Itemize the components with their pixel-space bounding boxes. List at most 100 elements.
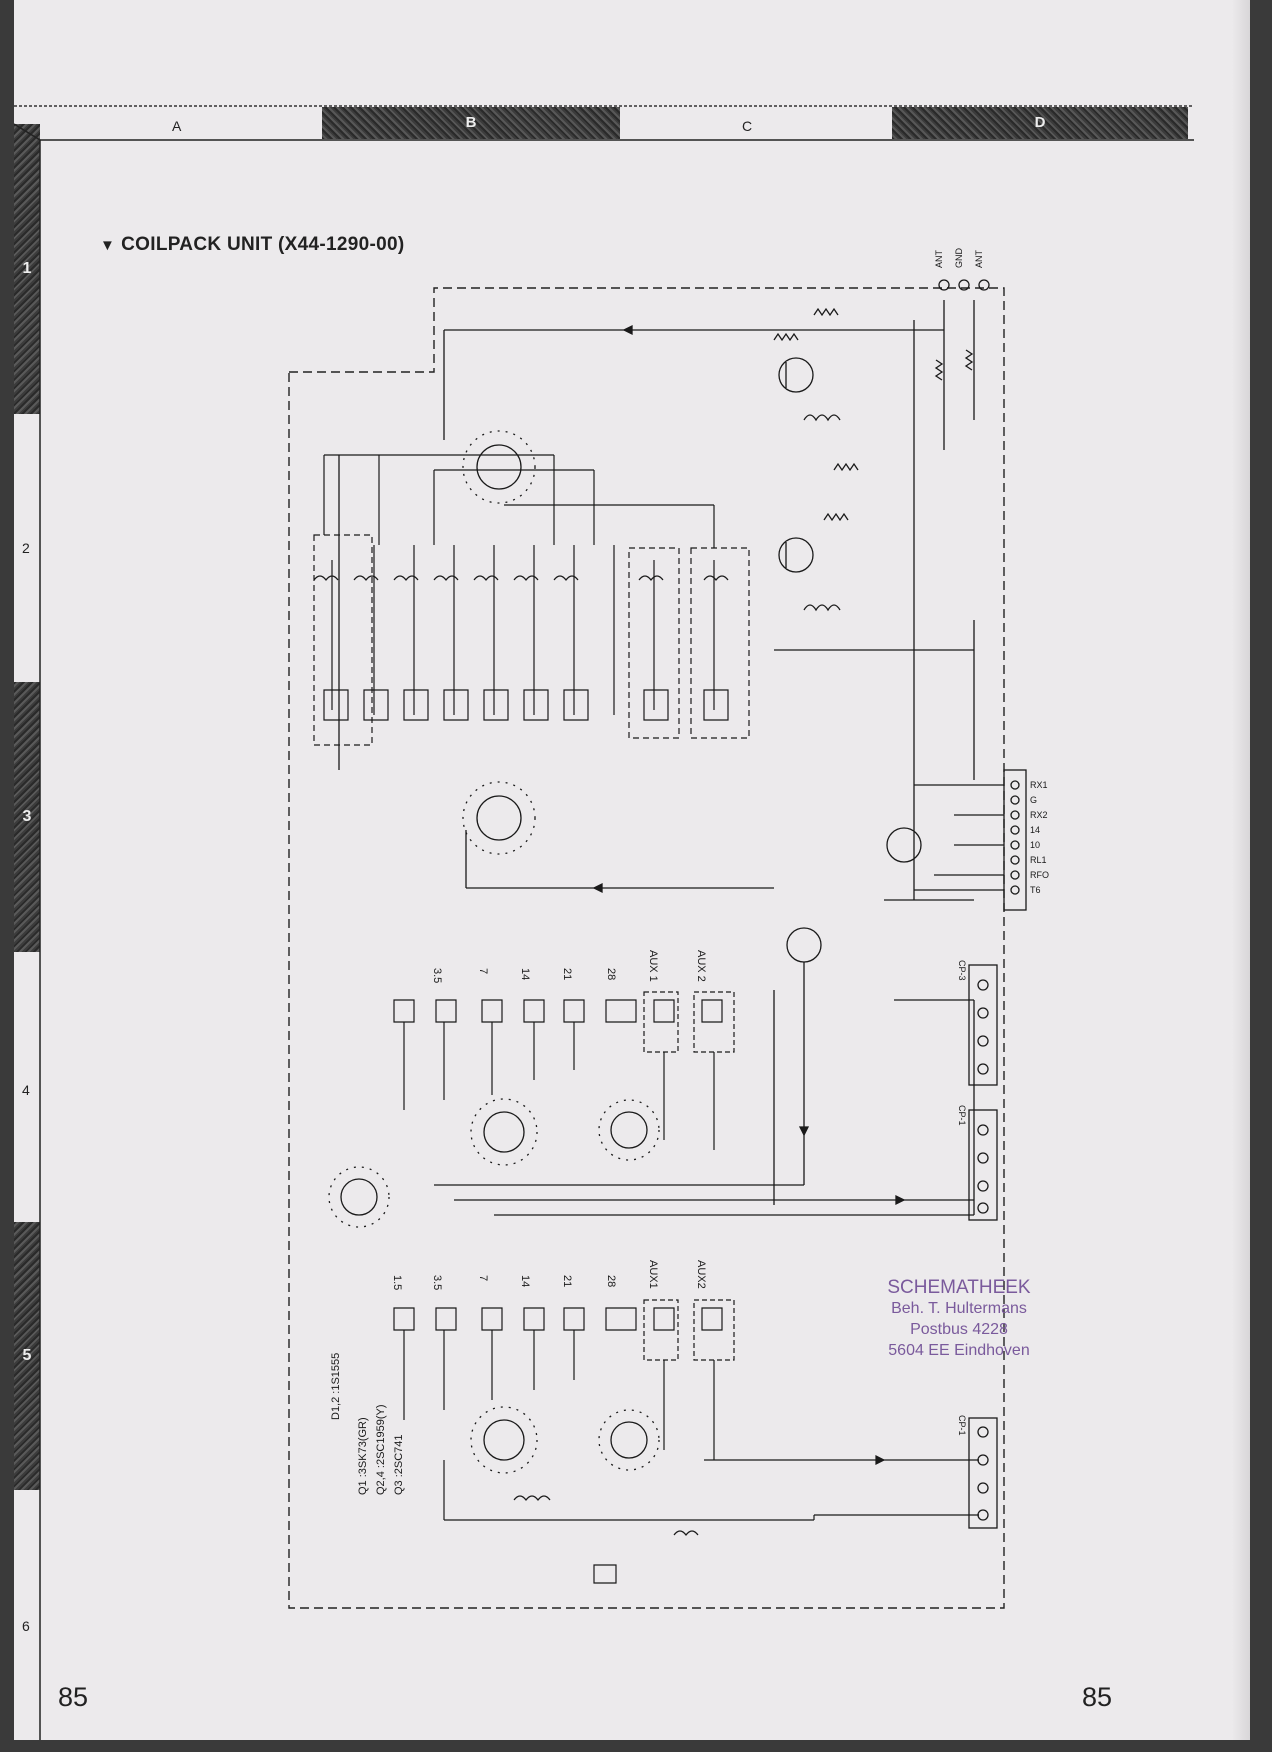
resistor — [773, 332, 799, 342]
connector-labels: ANT GND ANT RX1 G RX2 14 10 RL1 RFO T6 C… — [934, 248, 1049, 1436]
terminal-label-ant2: ANT — [974, 249, 984, 268]
coil-box — [643, 991, 679, 1053]
band-switch-s1-contacts — [462, 430, 536, 504]
stamp-line-1: Beh. T. Hultermans — [891, 1300, 1027, 1317]
row-label-2: 2 — [22, 540, 30, 556]
band-label: 1.5 — [391, 1275, 403, 1290]
terminal-label: G — [1030, 795, 1037, 805]
terminal-icon — [1010, 795, 1020, 805]
stamp-line-3: 5604 EE Eindhoven — [888, 1342, 1030, 1359]
terminal-label: RL1 — [1030, 855, 1047, 865]
band-label: 3.5 — [431, 968, 443, 983]
aux2-coil-box — [690, 547, 750, 739]
stamp-line-2: Postbus 4228 — [910, 1321, 1008, 1338]
terminal-label-gnd: GND — [954, 248, 964, 269]
column-band-d: D — [892, 107, 1188, 139]
terminal-icon — [977, 1202, 989, 1214]
coil-columns — [331, 545, 715, 715]
terminal-icon — [977, 979, 989, 991]
terminal-icon — [977, 1454, 989, 1466]
legend-q1: Q1 :3SK73(GR) — [357, 1417, 369, 1495]
resistor — [934, 359, 944, 381]
row-label-6: 6 — [22, 1618, 30, 1634]
column-band-b: B — [322, 107, 620, 139]
connector-cp1-lower — [968, 1417, 998, 1529]
band-label: 21 — [561, 1275, 573, 1287]
coil-can — [593, 1564, 617, 1584]
terminal-icon — [977, 1063, 989, 1075]
terminal-icon — [977, 1035, 989, 1047]
switch-position-ring — [328, 1166, 390, 1228]
oscillator-section — [444, 300, 975, 900]
antenna-terminals — [938, 279, 990, 291]
terminal-icon — [1010, 825, 1020, 835]
coil-windings — [313, 575, 729, 581]
signal-arrow-icon — [798, 1126, 810, 1137]
band-switch-s1 — [476, 444, 522, 490]
band-label: 7 — [477, 968, 489, 974]
resistor — [833, 462, 859, 472]
legend-q24: Q2,4 :2SC1959(Y) — [375, 1405, 387, 1496]
terminal-icon — [977, 1007, 989, 1019]
terminal-icon — [977, 1124, 989, 1136]
resistor — [964, 349, 974, 371]
terminal-label: 14 — [1030, 825, 1040, 835]
page-number-right: 85 — [1082, 1682, 1113, 1712]
band-switch-s6-contacts — [598, 1409, 660, 1471]
triangle-bullet-icon: ▼ — [100, 237, 116, 254]
transistor-q1 — [778, 357, 814, 393]
coil — [513, 1495, 551, 1501]
terminal-label: RX1 — [1030, 780, 1048, 790]
coil-box — [643, 1299, 679, 1361]
page-edge-shade — [1232, 0, 1250, 1740]
band-label: 28 — [605, 1275, 617, 1287]
band-label: 14 — [519, 1275, 531, 1287]
terminal-icon — [977, 1152, 989, 1164]
diagram-title-text: COILPACK UNIT (X44-1290-00) — [121, 234, 405, 255]
stamp-title: SCHEMATHEEK — [887, 1277, 1031, 1298]
rotary-switches — [328, 430, 660, 1474]
band-switch-s3-contacts — [470, 1098, 538, 1166]
terminal-icon — [1010, 855, 1020, 865]
row-band-5: 5 — [14, 1222, 40, 1490]
terminal-icon — [977, 1509, 989, 1521]
terminal-icon — [958, 279, 970, 291]
terminal-icon — [977, 1482, 989, 1494]
resistor — [813, 307, 839, 317]
connector-cp3 — [968, 964, 998, 1086]
terminal-label-ant: ANT — [934, 249, 944, 268]
transistor-q2 — [778, 537, 814, 573]
header-corner-line — [14, 123, 41, 141]
band-labels-bottom: 1.5 3.5 7 14 21 28 AUX1 AUX2 — [391, 1260, 707, 1290]
coil — [673, 1530, 699, 1536]
band-label: 21 — [561, 968, 573, 980]
terminal-label: RX2 — [1030, 810, 1048, 820]
band-label: 28 — [605, 968, 617, 980]
band-switch-s5-contacts — [470, 1406, 538, 1474]
schematic-diagram: 3.5 7 14 21 28 AUX 1 AUX 2 1.5 3.5 7 14 … — [14, 105, 1194, 1740]
unit-boundary — [288, 287, 1005, 1609]
band-label: AUX2 — [695, 1260, 707, 1289]
coil — [803, 604, 841, 612]
band-label: 7 — [477, 1275, 489, 1281]
row-label-4: 4 — [22, 1082, 30, 1098]
diagram-title: ▼ COILPACK UNIT (X44-1290-00) — [100, 234, 404, 256]
signal-arrow-icon — [622, 324, 633, 336]
terminal-icon — [1010, 840, 1020, 850]
coil-bank-middle — [393, 991, 735, 1150]
connector-cp1 — [968, 1109, 998, 1221]
aux3-coil-box — [313, 534, 373, 746]
transistor-q3 — [786, 927, 822, 963]
terminal-icon — [1010, 885, 1020, 895]
band-label: 3.5 — [431, 1275, 443, 1290]
terminal-label: T6 — [1030, 885, 1041, 895]
coil-cans — [393, 999, 723, 1023]
band-switch-s2-contacts — [462, 781, 536, 855]
signal-arrow-icon — [895, 1194, 906, 1206]
band-switch-s2 — [476, 795, 522, 841]
connector-label-cp1: CP-1 — [957, 1105, 967, 1126]
connector-upper — [1003, 769, 1027, 911]
legend-d12: D1,2 :1S1555 — [330, 1353, 342, 1420]
row-band-3: 3 — [14, 682, 40, 952]
library-stamp: SCHEMATHEEK Beh. T. Hultermans Postbus 4… — [864, 1277, 1054, 1361]
